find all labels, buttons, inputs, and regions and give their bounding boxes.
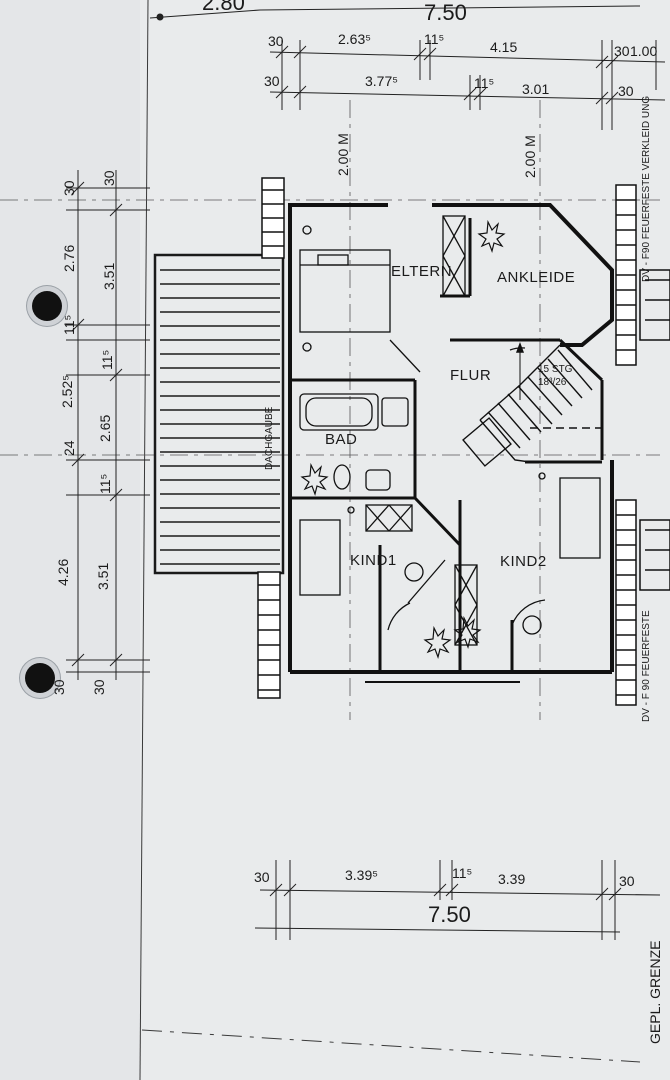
dachgaube-hatch <box>153 253 285 575</box>
dim-top-r2-2: 11⁵ <box>474 75 495 91</box>
dim-top-r1-1: 2.63⁵ <box>338 31 372 47</box>
dim-bottom-0: 30 <box>254 869 270 885</box>
dim-left-outer-0: 30 <box>61 180 77 196</box>
room-label-dachgaube: DACHGAUBE <box>264 406 275 470</box>
dim-left-inner-4: 11⁵ <box>97 473 113 494</box>
dim-top-r2-4: 30 <box>618 83 634 99</box>
dim-left-outer-5: 4.26 <box>55 558 71 586</box>
punch-hole-bottom <box>25 663 55 693</box>
dim-left-outer-2: 11⁵ <box>61 314 77 335</box>
dim-top-r1-2: 11⁵ <box>424 31 445 47</box>
dim-top-r2-0: 30 <box>264 73 280 89</box>
dim-top-r1-3: 4.15 <box>490 39 518 55</box>
dim-height-1: 2.00 M <box>335 133 351 176</box>
stairs-steps: 15 STG <box>538 364 573 375</box>
dim-bottom-1: 3.39⁵ <box>345 867 379 883</box>
dim-top-overall: 7.50 <box>424 0 467 25</box>
gaube-walls <box>257 177 285 699</box>
dim-left-inner-0: 30 <box>101 170 117 186</box>
dim-height-2: 2.00 M <box>522 135 538 178</box>
exterior-walls <box>288 203 614 683</box>
bottom-dimension-lines <box>254 860 661 940</box>
dim-bottom-2: 11⁵ <box>452 865 473 881</box>
dim-bottom-4: 30 <box>619 873 635 889</box>
dim-top-r2-3: 3.01 <box>522 81 550 97</box>
staircase <box>462 342 602 467</box>
punch-hole-top <box>32 291 62 321</box>
plant-icons <box>300 219 506 660</box>
dim-left-inner-5: 3.51 <box>95 562 111 590</box>
dim-left-inner-1: 3.51 <box>101 262 117 290</box>
dim-left-outer-4: 24 <box>61 440 77 456</box>
dim-top-r1-5: 1.00 <box>630 43 658 59</box>
note-right-bottom: DV - F 90 FEUERFESTE <box>641 610 652 722</box>
room-label-bad: BAD <box>325 431 358 448</box>
dim-top-r2-1: 3.77⁵ <box>365 73 399 89</box>
dim-top-r1-4: 30 <box>614 43 630 59</box>
dim-left-outer-3: 2.52⁵ <box>59 374 75 408</box>
dim-bottom-overall: 7.50 <box>428 902 471 927</box>
room-label-kind2: KIND2 <box>500 553 547 570</box>
top-dimension-lines <box>149 5 666 130</box>
note-right-top: DV - F90 FEUERFESTE VERKLEID UNG <box>641 95 652 282</box>
note-boundary: GEPL. GRENZE <box>647 940 663 1044</box>
room-label-kind1: KIND1 <box>350 552 397 569</box>
right-neighbour <box>615 184 670 706</box>
room-label-flur: FLUR <box>450 367 492 384</box>
dim-left-inner-2: 11⁵ <box>99 349 115 370</box>
dim-left-outer-6: 30 <box>51 679 67 695</box>
stairs-ratio: 18³/26 <box>538 377 567 388</box>
dim-top-r1-0: 30 <box>268 33 284 49</box>
room-label-eltern: ELTERN <box>391 263 453 280</box>
dim-left-outer-1: 2.76 <box>61 244 77 272</box>
dim-bottom-3: 3.39 <box>498 871 526 887</box>
furniture <box>299 215 601 646</box>
room-label-ankleide: ANKLEIDE <box>497 269 576 286</box>
left-dimension-lines <box>66 170 150 680</box>
dim-top-partial: 2.80 <box>202 0 245 15</box>
dim-left-inner-6: 30 <box>91 679 107 695</box>
dim-left-inner-3: 2.65 <box>97 414 113 442</box>
